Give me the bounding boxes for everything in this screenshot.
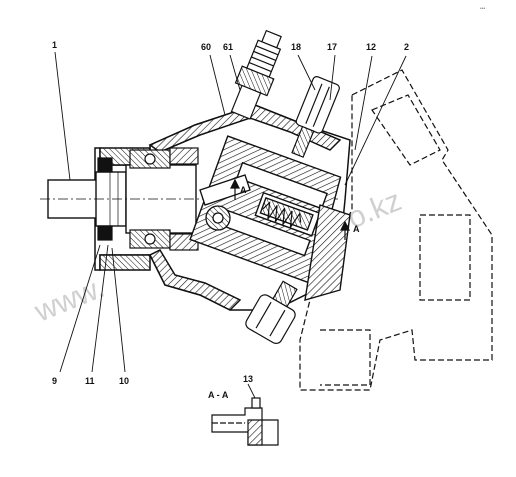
label-10: 10: [119, 376, 129, 386]
shaft-seals: [97, 157, 113, 241]
detail-a-a: [211, 397, 279, 446]
bottom-valve: [245, 280, 298, 344]
drive-shaft: [40, 164, 340, 234]
control-stem: [230, 29, 282, 120]
label-1: 1: [52, 40, 57, 50]
label-9: 9: [52, 376, 57, 386]
section-marks: [230, 178, 350, 240]
label-12: 12: [366, 42, 376, 52]
label-11: 11: [85, 376, 95, 386]
port-plate-outline: [299, 69, 493, 391]
label-18: 18: [291, 42, 301, 52]
spring-coil: [262, 201, 302, 228]
bearings: [129, 147, 199, 251]
section-label-a-right: A: [353, 224, 360, 234]
leader-lines: [54, 51, 407, 399]
label-61: 61: [223, 42, 233, 52]
label-60: 60: [201, 42, 211, 52]
cylinder-barrel: [189, 135, 342, 285]
valve-plate: [304, 204, 351, 301]
label-2: 2: [404, 42, 409, 52]
section-title-a-a: A - A: [208, 390, 229, 400]
corner-mark: •••: [480, 6, 486, 12]
label-17: 17: [327, 42, 337, 52]
watermark-left: www.: [29, 271, 109, 329]
label-13: 13: [243, 374, 253, 384]
section-label-a: A: [240, 185, 247, 195]
pistons: [199, 174, 251, 231]
sensor-unit: [291, 76, 340, 158]
